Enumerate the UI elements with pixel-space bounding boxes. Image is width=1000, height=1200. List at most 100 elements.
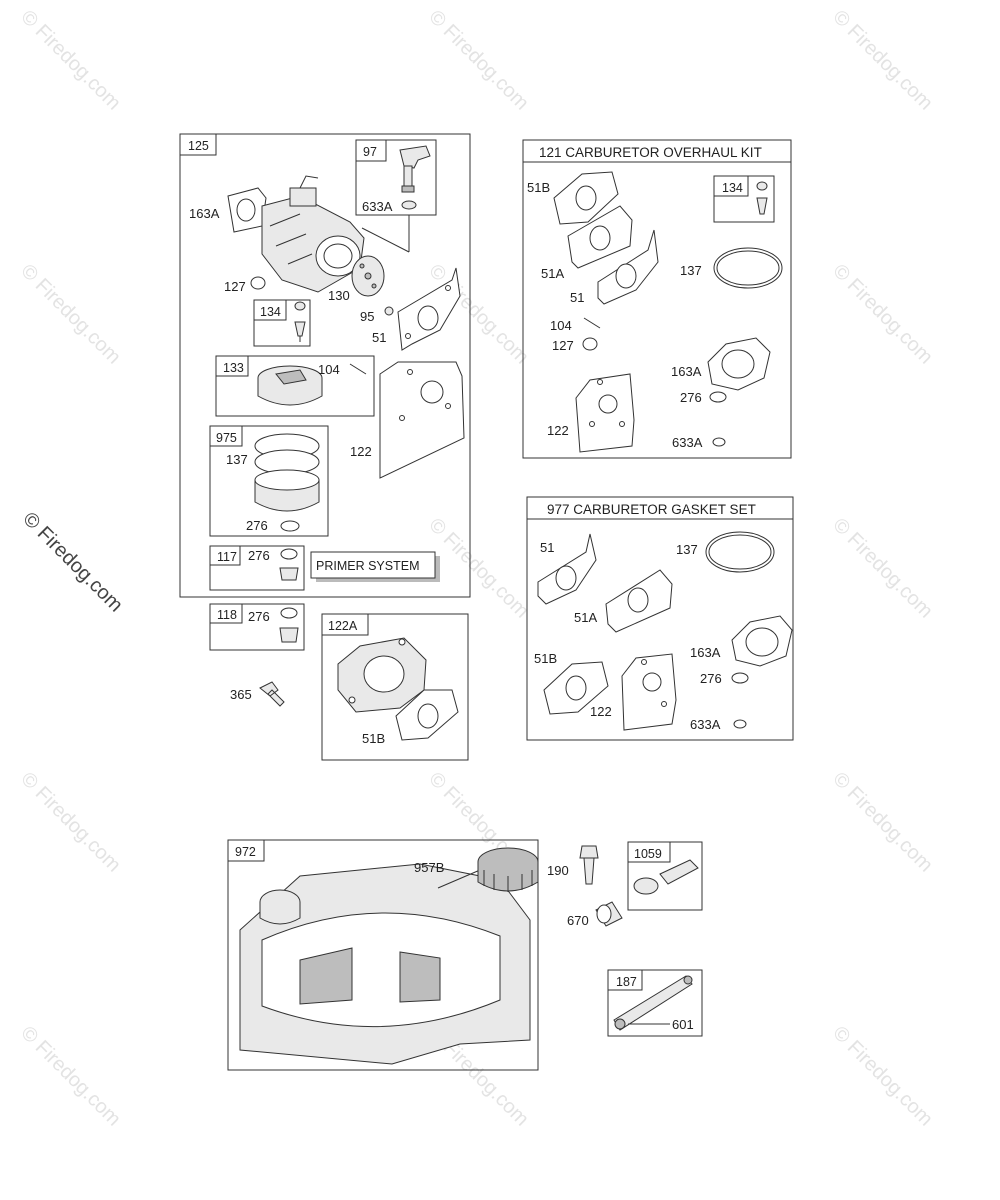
ref-122A: 122A xyxy=(328,619,358,633)
watermark-tile: © Firedog.com xyxy=(16,1022,125,1131)
fuel-tank-icon xyxy=(239,863,531,1065)
ref-134-box xyxy=(713,175,749,197)
sub-97-frame xyxy=(355,139,437,216)
pin-icon xyxy=(349,363,367,375)
gasket-icon xyxy=(567,205,633,269)
kit-121-frame xyxy=(522,139,792,459)
ref-972-box xyxy=(227,839,265,862)
gasket-icon xyxy=(553,171,619,225)
label-122: 122 xyxy=(547,423,569,438)
label-95: 95 xyxy=(360,309,374,324)
ref-125-box xyxy=(179,133,217,156)
washer-icon xyxy=(401,200,417,210)
float-needle-icon xyxy=(399,145,431,193)
label-190: 190 xyxy=(547,863,569,878)
ref-134-box xyxy=(253,299,287,321)
o-ring-icon xyxy=(708,534,772,570)
bolt-icon xyxy=(259,681,285,707)
gasket-122-icon xyxy=(575,373,635,453)
pin-icon xyxy=(583,317,601,329)
ref-118: 118 xyxy=(217,608,237,622)
o-ring-icon xyxy=(716,250,780,286)
gasket-icon xyxy=(605,569,673,633)
kit-977: 977 CARBURETOR GASKET SET 51 137 51A 163… xyxy=(526,496,794,741)
ref-97: 97 xyxy=(363,145,377,159)
gasket-163A-icon xyxy=(707,337,771,391)
label-137: 137 xyxy=(676,542,698,557)
ref-134: 134 xyxy=(260,305,281,319)
inlet-needle-icon xyxy=(294,301,306,342)
watermark-tile: © Firedog.com xyxy=(828,260,937,369)
label-163A: 163A xyxy=(189,206,220,221)
ref-1059-box xyxy=(627,841,671,863)
float-icon xyxy=(257,365,323,406)
leader-line xyxy=(361,227,410,253)
float-bowl-icon xyxy=(254,433,320,512)
label-670: 670 xyxy=(567,913,589,928)
label-51A: 51A xyxy=(574,610,597,625)
watermark-tile: © Firedog.com xyxy=(828,6,937,115)
label-51: 51 xyxy=(570,290,584,305)
label-51B: 51B xyxy=(362,731,385,746)
label-137: 137 xyxy=(226,452,248,467)
gasket-icon xyxy=(543,661,609,715)
label-127: 127 xyxy=(552,338,574,353)
label-633A: 633A xyxy=(362,199,393,214)
washer-icon xyxy=(709,391,727,403)
label-137: 137 xyxy=(680,263,702,278)
screw-icon xyxy=(384,306,394,316)
carburetor-icon xyxy=(227,175,365,293)
bolt-icon xyxy=(579,845,599,885)
watermark-tile: © Firedog.com xyxy=(828,514,937,623)
watermark-tile: © Firedog.com xyxy=(16,260,125,369)
primer-bulb-icon xyxy=(351,255,385,297)
washer-icon xyxy=(633,877,659,895)
gasket-icon xyxy=(537,533,597,605)
sub-133-frame xyxy=(215,355,375,417)
sub-187: 187 601 xyxy=(607,969,703,1037)
sub-122A: 122A 51B xyxy=(321,613,469,761)
bushing-end xyxy=(596,904,612,924)
washer-icon xyxy=(733,719,747,729)
watermark-tile: © Firedog.com xyxy=(828,1022,937,1131)
ref-122A-box xyxy=(321,613,369,636)
assembly-972: 972 957B xyxy=(227,839,539,1071)
watermark-tile: © Firedog.com xyxy=(16,768,125,877)
kit-121-title: 121 CARBURETOR OVERHAUL KIT xyxy=(539,145,762,160)
watermark-tile: © Firedog.com xyxy=(424,514,533,623)
label-276: 276 xyxy=(680,390,702,405)
label-104: 104 xyxy=(318,362,340,377)
sub-118-frame xyxy=(209,603,305,651)
kit-121-header-box xyxy=(522,139,792,163)
washer-icon xyxy=(280,520,300,532)
bowl-nut-icon xyxy=(279,567,299,581)
watermark-tile: © Firedog.com xyxy=(828,768,937,877)
leader-line xyxy=(437,869,481,889)
label-51B: 51B xyxy=(534,651,557,666)
ref-117-box xyxy=(209,545,241,566)
ref-117: 117 xyxy=(217,550,237,564)
label-122: 122 xyxy=(350,444,372,459)
part-190: 190 xyxy=(547,845,599,885)
ref-97-box xyxy=(355,139,387,162)
washer-icon xyxy=(280,607,298,619)
watermark-tile: © Firedog.com xyxy=(16,6,125,115)
sub-122A-frame xyxy=(321,613,469,761)
watermark-side: © Firedog.com xyxy=(18,508,127,617)
kit-977-title: 977 CARBURETOR GASKET SET xyxy=(547,502,756,517)
gasket-163A-icon xyxy=(731,615,793,667)
fuel-cap-icon xyxy=(477,847,539,892)
ref-187-box xyxy=(607,969,643,991)
part-670: 670 xyxy=(567,901,623,928)
kit-121: 121 CARBURETOR OVERHAUL KIT 51B 51A 51 1… xyxy=(522,139,792,459)
gasket-122-icon xyxy=(379,361,465,479)
ref-1059: 1059 xyxy=(634,847,662,861)
ref-125: 125 xyxy=(188,139,209,153)
label-104: 104 xyxy=(550,318,572,333)
washer-icon xyxy=(731,672,749,684)
sub-1059: 1059 xyxy=(627,841,703,911)
sub-117-frame xyxy=(209,545,305,591)
gasket-icon xyxy=(397,267,461,351)
label-957B: 957B xyxy=(414,860,444,875)
ref-133-box xyxy=(215,355,249,377)
